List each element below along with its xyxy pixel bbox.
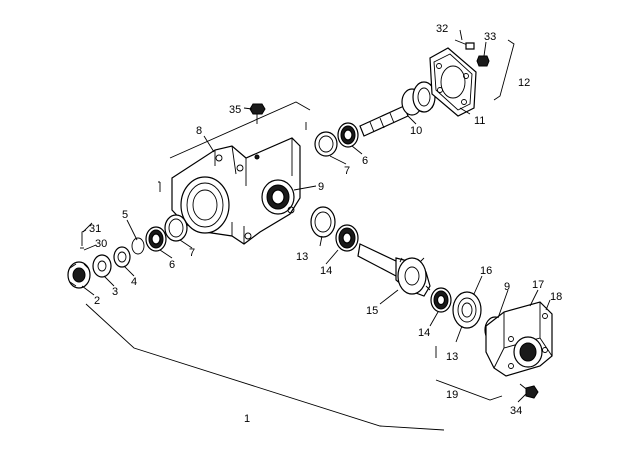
bolt-part-32	[454, 39, 475, 50]
group-bracket-12	[493, 39, 515, 101]
callout-32: 32	[436, 23, 448, 35]
group-bracket-housing	[158, 101, 311, 192]
callout-2: 2	[94, 295, 100, 307]
callout-14a: 14	[320, 265, 332, 277]
callout-31: 31	[89, 223, 101, 235]
callout-16: 16	[480, 265, 492, 277]
callout-7a: 7	[189, 247, 195, 259]
callout-9a: 9	[318, 181, 324, 193]
callout-8: 8	[196, 125, 202, 137]
washer-part-3	[92, 254, 112, 278]
callout-33: 33	[484, 31, 496, 43]
bearing-part-14-lower	[430, 287, 452, 313]
callout-15: 15	[366, 305, 378, 317]
group-bracket-1	[85, 303, 445, 431]
bearing-part-6-top	[337, 122, 359, 148]
end-cover-part-17	[485, 301, 553, 377]
callout-4: 4	[131, 276, 137, 288]
callout-10: 10	[410, 125, 422, 137]
callout-6a: 6	[169, 259, 175, 271]
callout-34: 34	[510, 405, 522, 417]
callout-7b: 7	[344, 165, 350, 177]
callout-9b: 9	[504, 281, 510, 293]
callout-13b: 13	[446, 351, 458, 363]
bolt-part-34	[519, 383, 539, 399]
callout-3: 3	[112, 286, 118, 298]
callout-19: 19	[446, 389, 458, 401]
cotter-pin-part-31	[80, 229, 87, 249]
cover-part-11	[429, 47, 477, 117]
callouts: 1 2 3 4 5 6 7 8 9 7 6 10 11 12 30 31 32 …	[89, 23, 562, 425]
race-part-7-top	[314, 131, 338, 157]
bearing-part-14-upper	[335, 224, 359, 252]
bearing-part-6-left	[145, 226, 167, 252]
callout-35: 35	[229, 104, 241, 116]
gearcase-housing	[171, 137, 301, 245]
callout-18: 18	[550, 291, 562, 303]
ring-gear-part-15	[357, 243, 431, 297]
callout-13a: 13	[296, 251, 308, 263]
oring-part-5	[131, 237, 145, 255]
callout-11: 11	[474, 115, 485, 127]
race-part-13-lower	[452, 291, 482, 329]
spacer-part-4	[113, 246, 131, 268]
callout-12: 12	[518, 77, 530, 89]
callout-6b: 6	[362, 155, 368, 167]
group-bracket-19	[435, 346, 503, 401]
leader-lines	[81, 29, 551, 403]
nut-part-2	[67, 261, 91, 289]
callout-1: 1	[244, 413, 250, 425]
pinion-shaft-part-10	[359, 81, 436, 137]
callout-17: 17	[532, 279, 544, 291]
nut-part-33	[476, 55, 490, 67]
callout-14b: 14	[418, 327, 430, 339]
callout-5: 5	[122, 209, 128, 221]
race-part-13-upper	[310, 206, 336, 238]
callout-30: 30	[95, 238, 107, 250]
race-part-7-left	[164, 214, 188, 242]
